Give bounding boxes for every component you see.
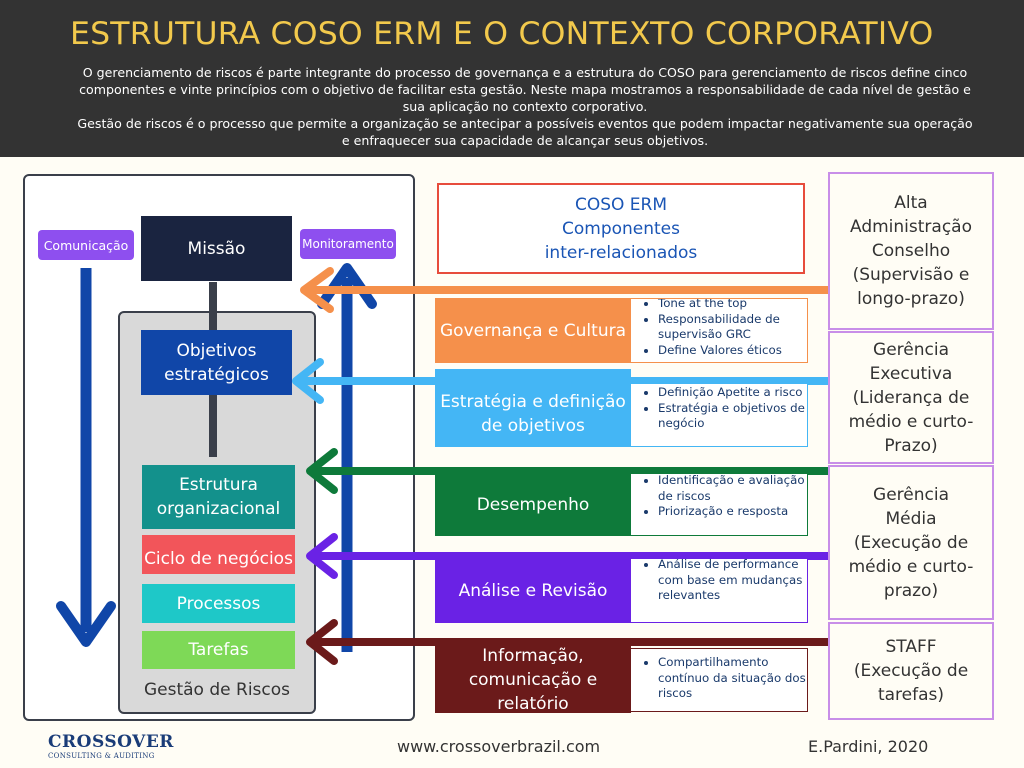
performance-bullets: Identificação e avaliação de riscos Prio… — [630, 473, 808, 536]
bullet-item: Priorização e resposta — [658, 504, 807, 520]
role-line: Conselho — [871, 241, 951, 261]
bullet-item: Define Valores éticos — [658, 343, 807, 359]
communication-arrowhead — [56, 601, 116, 647]
logo-tagline: CONSULTING & AUDITING — [48, 752, 155, 760]
role-line: médio e curto- — [848, 411, 974, 432]
role-staff: STAFF (Execução de tarefas) — [828, 622, 994, 720]
role-line: (Execução de — [853, 532, 969, 553]
role-line: Média — [885, 508, 937, 529]
governance-arrowhead — [300, 267, 334, 313]
crossover-logo: CROSSOVER CONSULTING & AUDITING — [48, 732, 174, 764]
performance-arrowhead — [306, 448, 338, 494]
intro-paragraph-2: Gestão de riscos é o processo que permit… — [77, 116, 973, 148]
role-line: Gerência — [873, 484, 949, 505]
intro-text: O gerenciamento de riscos é parte integr… — [75, 64, 975, 149]
bullet-item: Identificação e avaliação de riscos — [658, 474, 807, 504]
role-line: Gerência — [873, 339, 949, 360]
strategy-bullets: Definição Apetite a risco Estratégia e o… — [630, 383, 808, 447]
information-bullets: Compartilhamento contínuo da situação do… — [630, 648, 808, 712]
role-line: Alta — [894, 193, 928, 213]
role-line: Executiva — [869, 363, 953, 384]
role-top-management: Alta Administração Conselho (Supervisão … — [828, 172, 994, 330]
review-bullets: Análise de performance com base em mudan… — [630, 558, 808, 623]
role-middle-management: Gerência Média (Execução de médio e curt… — [828, 465, 994, 620]
bullet-item: Compartilhamento contínuo da situação do… — [658, 655, 807, 702]
component-strategy: Estratégia e definição de objetivos — [435, 369, 631, 447]
role-line: (Execução de — [853, 661, 969, 681]
org-structure-box: Estrutura organizacional — [142, 465, 295, 529]
role-line: longo-prazo) — [857, 289, 965, 309]
bullet-item: Análise de performance com base em mudan… — [658, 559, 807, 604]
author-credit: E.Pardini, 2020 — [808, 737, 929, 756]
tasks-box: Tarefas — [142, 631, 295, 669]
component-information: Informação, comunicação e relatório — [435, 646, 631, 714]
role-line: tarefas) — [877, 685, 945, 705]
business-cycle-box: Ciclo de negócios — [142, 535, 295, 574]
information-arrowhead — [306, 619, 338, 665]
communication-tag: Comunicação — [38, 230, 134, 260]
role-line: médio e curto- — [848, 556, 974, 577]
role-executive-management: Gerência Executiva (Liderança de médio e… — [828, 331, 994, 464]
component-performance: Desempenho — [435, 473, 631, 536]
role-line: (Supervisão e — [852, 265, 970, 285]
coso-subtitle-2: inter-relacionados — [544, 242, 698, 263]
header-banner: ESTRUTURA COSO ERM E O CONTEXTO CORPORAT… — [0, 0, 1024, 157]
bullet-item: Definição Apetite a risco — [658, 385, 807, 401]
website-link[interactable]: www.crossoverbrazil.com — [397, 737, 601, 756]
strategic-objectives-box: Objetivos estratégicos — [141, 330, 292, 395]
role-line: (Liderança de — [852, 387, 970, 408]
role-line: STAFF — [885, 637, 937, 657]
component-review: Análise e Revisão — [435, 558, 631, 623]
strategy-arrowhead — [292, 358, 324, 404]
processes-box: Processos — [142, 584, 295, 623]
risk-management-label: Gestão de Riscos — [143, 680, 291, 700]
governance-bullets: Tone at the top Responsabilidade de supe… — [630, 298, 808, 363]
bullet-item: Responsabilidade de supervisão GRC — [658, 312, 807, 343]
coso-subtitle-1: Componentes — [561, 218, 680, 239]
role-line: Administração — [850, 217, 972, 237]
page-title: ESTRUTURA COSO ERM E O CONTEXTO CORPORAT… — [70, 16, 934, 52]
intro-paragraph-1: O gerenciamento de riscos é parte integr… — [79, 65, 971, 114]
logo-wordmark: CROSSOVER — [48, 732, 174, 752]
role-line: Prazo) — [884, 435, 938, 456]
review-arrowhead — [306, 533, 338, 579]
monitoring-tag: Monitoramento — [300, 229, 396, 259]
mission-box: Missão — [141, 216, 292, 281]
coso-components-box: COSO ERM Componentes inter-relacionados — [437, 183, 805, 274]
component-governance: Governança e Cultura — [435, 298, 631, 363]
coso-title: COSO ERM — [574, 194, 668, 215]
bullet-item: Estratégia e objetivos de negócio — [658, 401, 807, 432]
role-line: prazo) — [883, 580, 939, 601]
bullet-item: Tone at the top — [658, 299, 807, 312]
